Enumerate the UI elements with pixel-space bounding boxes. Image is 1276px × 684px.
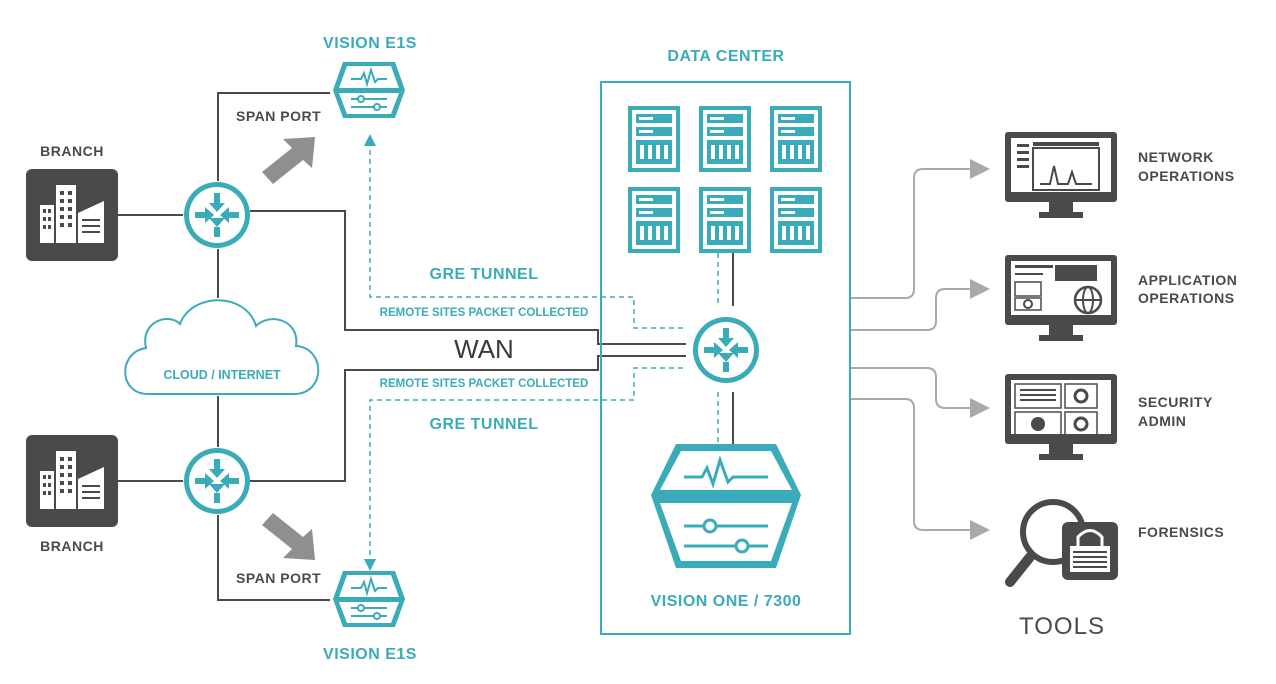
app-ops-label-2: OPERATIONS: [1138, 290, 1235, 306]
cloud-icon: [124, 299, 320, 395]
app-ops-label-1: APPLICATION: [1138, 272, 1237, 288]
data-center-box: [600, 81, 851, 635]
security-label-2: ADMIN: [1138, 413, 1186, 429]
tools-label: TOOLS: [1019, 613, 1105, 640]
forensics-label: FORENSICS: [1138, 524, 1224, 540]
monitor-icon: [1005, 374, 1117, 460]
span-port-top-label: SPAN PORT: [236, 108, 321, 124]
wan-label: WAN: [454, 334, 514, 364]
branch-top-label: BRANCH: [40, 143, 104, 159]
remote-bottom-label: REMOTE SITES PACKET COLLECTED: [380, 378, 589, 390]
gre-tunnel-bottom-label: GRE TUNNEL: [430, 416, 539, 433]
monitor-icon: [1005, 255, 1117, 341]
gre-tunnel-top-label: GRE TUNNEL: [430, 266, 539, 283]
vision-one-label: VISION ONE / 7300: [651, 593, 802, 610]
security-label-1: SECURITY: [1138, 394, 1213, 410]
vision-one-icon: [651, 444, 801, 568]
remote-top-label: REMOTE SITES PACKET COLLECTED: [380, 307, 589, 319]
vision-e1s-bottom-label: VISION E1S: [323, 646, 417, 663]
magnifier-lock-icon: [1005, 499, 1118, 587]
span-port-bottom-label: SPAN PORT: [236, 570, 321, 586]
branch-bottom-label: BRANCH: [40, 538, 104, 554]
data-center-label: DATA CENTER: [667, 48, 784, 65]
span-arrow-icon: [262, 137, 315, 560]
vision-e1s-top-label: VISION E1S: [323, 35, 417, 52]
server-icon: [628, 106, 822, 253]
building-icon: [26, 169, 118, 527]
network-ops-label-2: OPERATIONS: [1138, 168, 1235, 184]
monitor-icon: [1005, 132, 1117, 218]
vision-appliance-icon: [332, 61, 406, 628]
network-ops-label-1: NETWORK: [1138, 149, 1214, 165]
cloud-label: CLOUD / INTERNET: [163, 368, 281, 382]
